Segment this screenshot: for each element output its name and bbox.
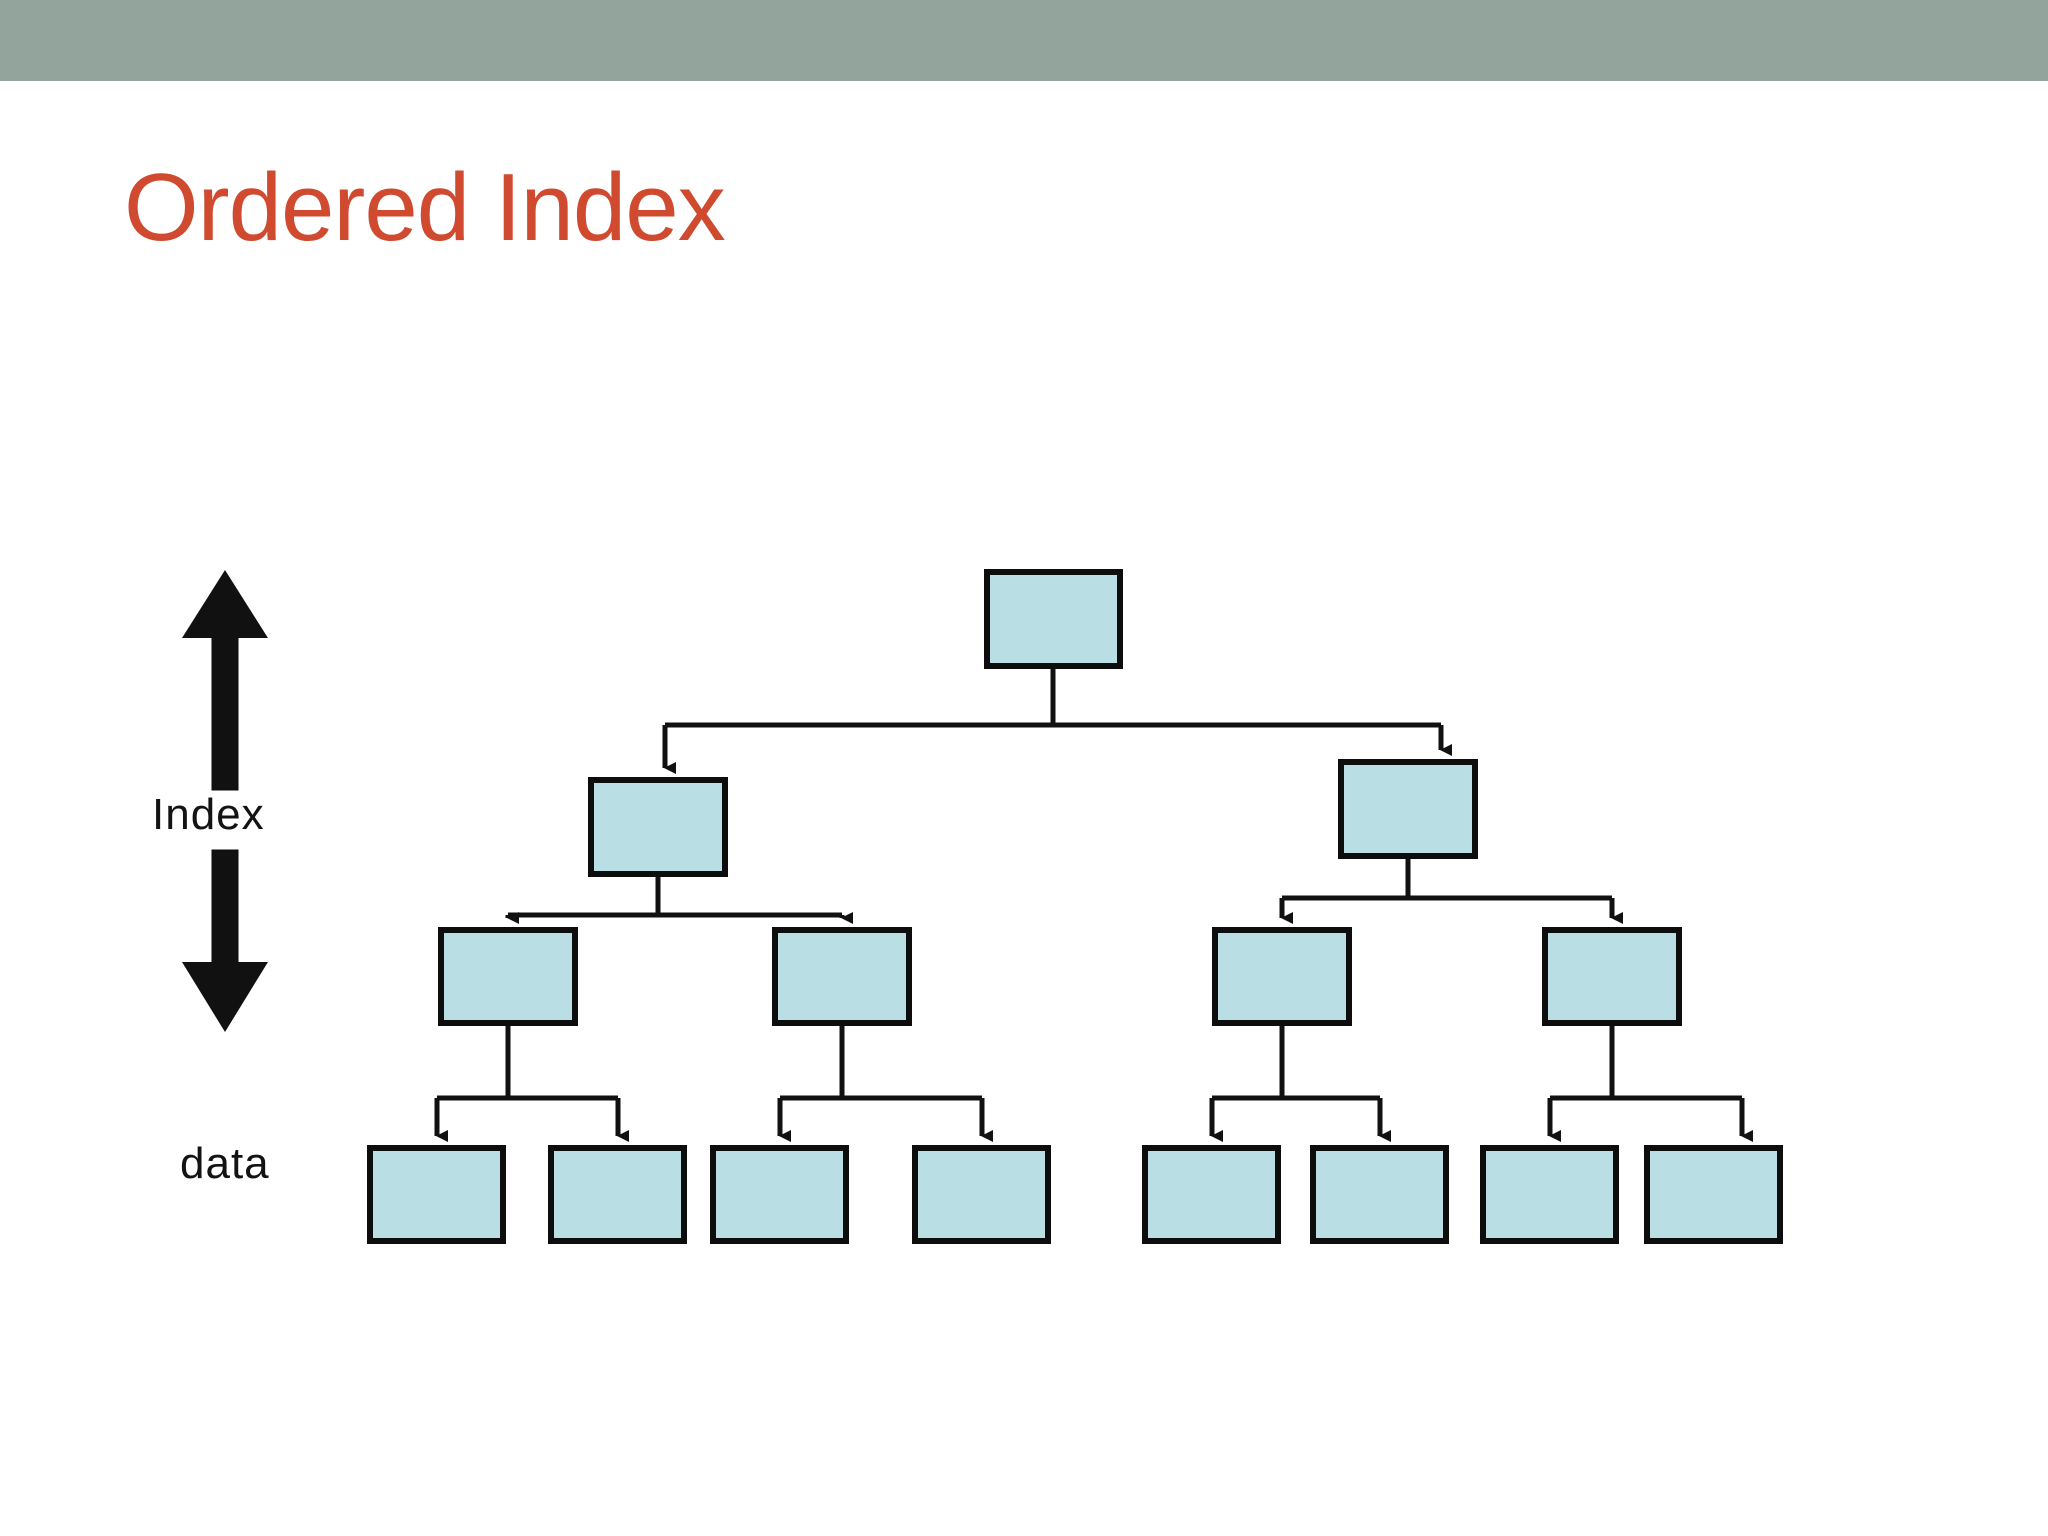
- data-region-label: data: [180, 1139, 270, 1188]
- header-band: [0, 0, 2048, 81]
- tree-node-root[interactable]: [984, 569, 1123, 669]
- index-range-arrow: [182, 570, 268, 1032]
- tree-node-data-block[interactable]: [367, 1145, 506, 1244]
- tree-node-data-block[interactable]: [912, 1145, 1051, 1244]
- tree-node-internal[interactable]: [1212, 927, 1352, 1026]
- tree-node-internal[interactable]: [438, 927, 578, 1026]
- tree-node-data-block[interactable]: [1310, 1145, 1449, 1244]
- connectors-root-to-level1: [662, 665, 1452, 774]
- page-title: Ordered Index: [124, 154, 726, 261]
- tree-node-data-block[interactable]: [1480, 1145, 1619, 1244]
- tree-node-internal[interactable]: [588, 777, 728, 877]
- tree-node-data-block[interactable]: [548, 1145, 687, 1244]
- connectors-level2-to-data: [434, 1023, 1753, 1142]
- tree-node-data-block[interactable]: [710, 1145, 849, 1244]
- tree-node-internal[interactable]: [1542, 927, 1682, 1026]
- connectors-level1-to-level2: [505, 856, 1623, 924]
- tree-node-internal[interactable]: [1338, 759, 1478, 859]
- index-region-label: Index: [152, 790, 265, 839]
- tree-node-data-block[interactable]: [1142, 1145, 1281, 1244]
- tree-node-internal[interactable]: [772, 927, 912, 1026]
- tree-node-data-block[interactable]: [1644, 1145, 1783, 1244]
